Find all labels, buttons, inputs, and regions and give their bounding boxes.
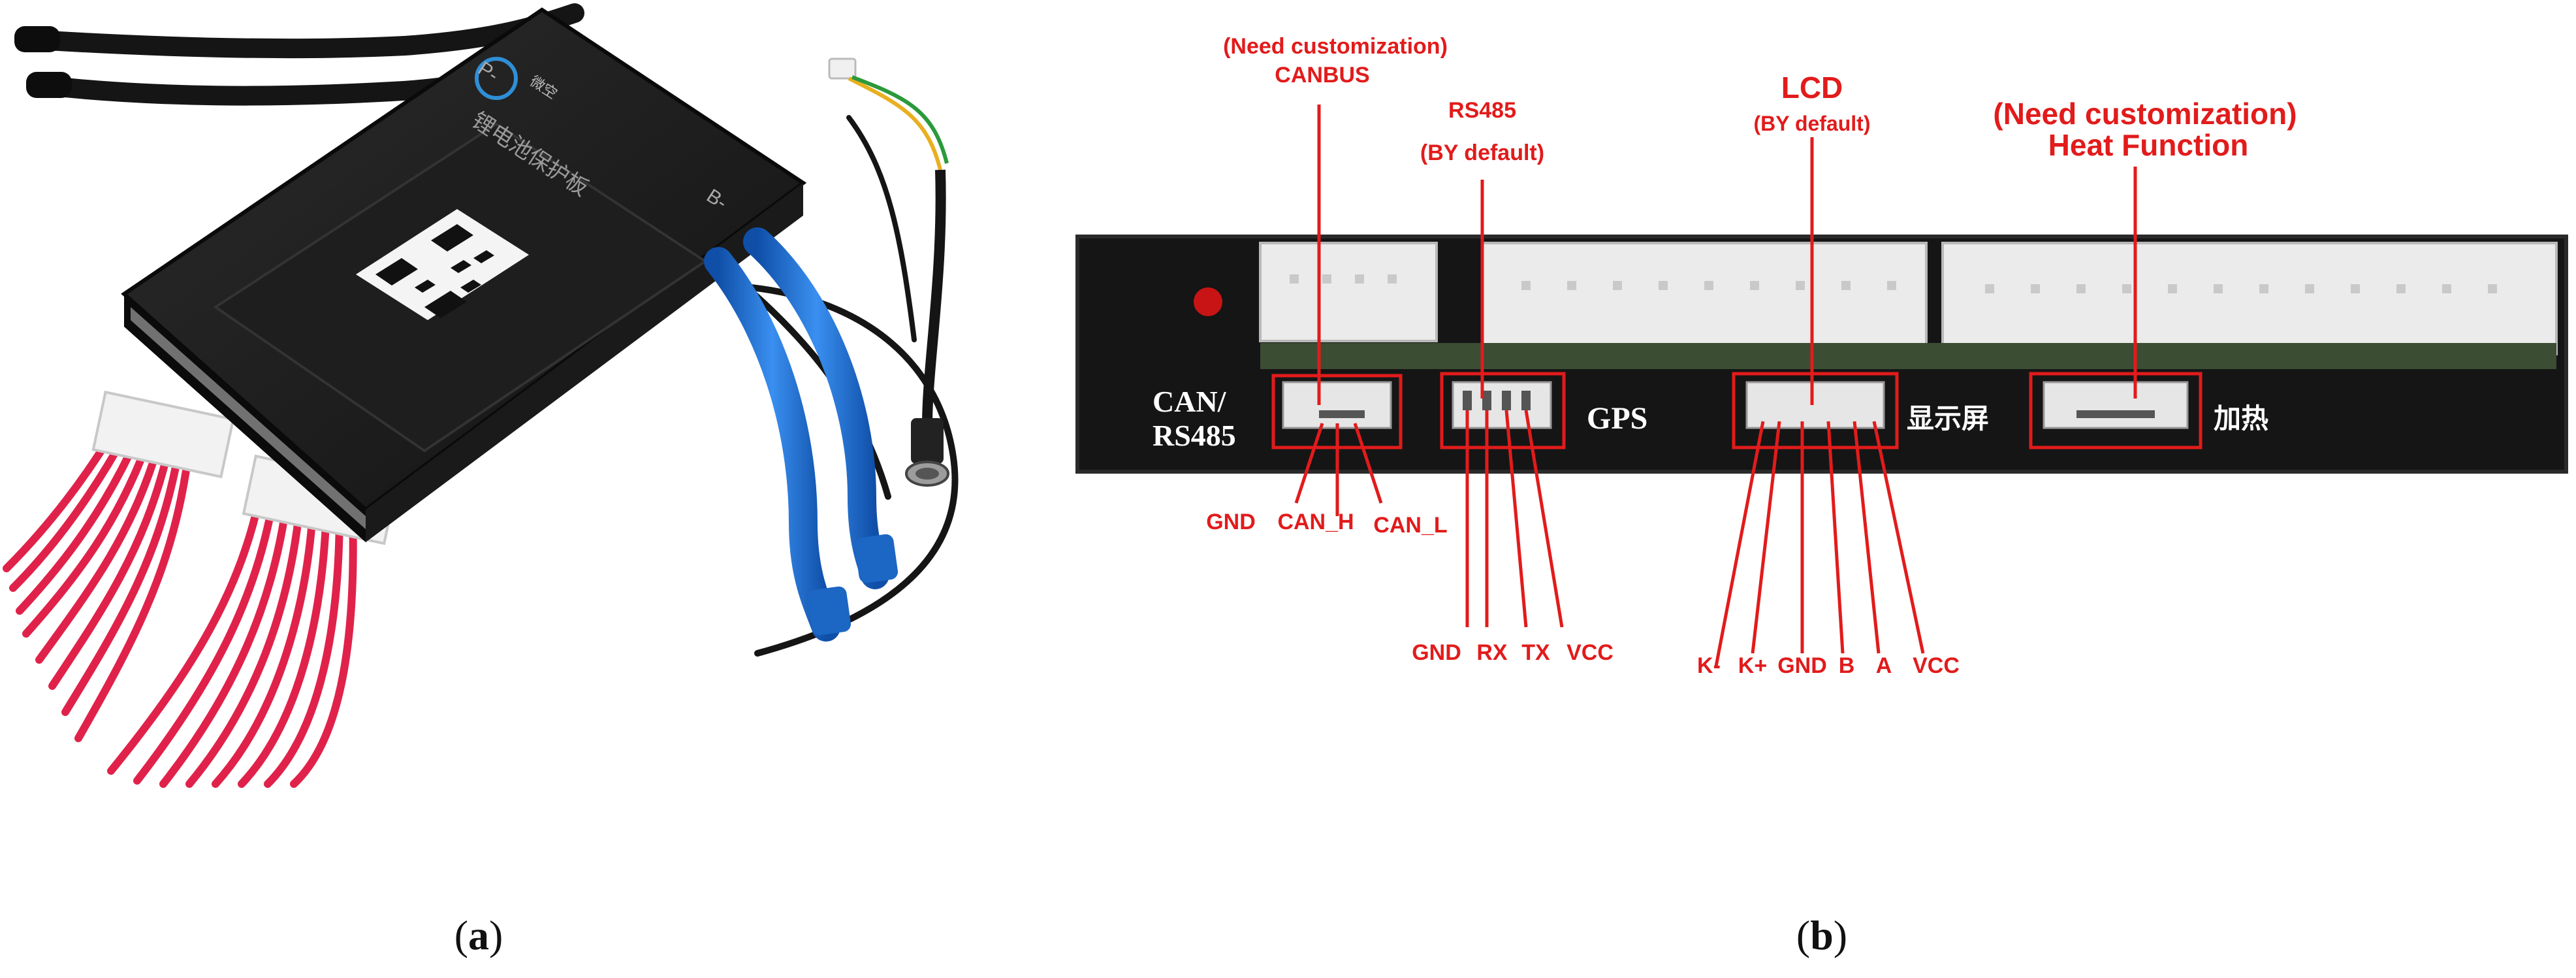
qr-code-sticker [356, 209, 529, 320]
sensor-tip-1 [14, 26, 60, 52]
red-balance-wires [3, 421, 357, 788]
white-headers [1259, 242, 2558, 355]
caption-a: (a) [454, 912, 503, 958]
label-heat-cn: 加热 [2214, 402, 2268, 434]
pin-can-gnd: GND [1206, 510, 1256, 534]
pin-lcd-k-minus: K- [1697, 653, 1721, 678]
jst-openings [1319, 391, 2155, 418]
pin-gps-vcc: VCC [1566, 640, 1614, 665]
qr-code-pattern [375, 224, 494, 318]
callout-boxes [1271, 372, 2202, 449]
pin-lcd-a: A [1876, 653, 1892, 678]
annotation-heat-line2: Heat Function [2048, 128, 2249, 162]
top-leader-lines [1317, 105, 2137, 405]
push-button-switch [905, 418, 949, 487]
caption-a-letter: a [468, 912, 489, 958]
blue-cable-end-2 [854, 534, 898, 583]
pin-lcd-gnd: GND [1777, 653, 1827, 678]
sensor-tip-2 [26, 72, 72, 98]
label-display-cn: 显示屏 [1907, 402, 1989, 434]
annotation-rs485-line1: RS485 [1448, 98, 1516, 123]
callout-box-lcd [1732, 372, 1899, 449]
panel-a-photo: 微空 锂电池保护板 P- B- [3, 3, 959, 788]
pcb-band [1260, 343, 2556, 369]
annotation-lcd-line2: (BY default) [1754, 112, 1871, 135]
annotation-rs485-line2: (BY default) [1420, 140, 1544, 165]
panel-b-pinout: CAN/ RS485 GPS 显示屏 加热 (Need customizatio… [1075, 34, 2568, 678]
pin-lcd-b: B [1839, 653, 1855, 678]
balance-plug-1 [91, 390, 235, 479]
bms-board: 微空 锂电池保护板 P- B- [121, 7, 807, 542]
small-connector-harness [828, 57, 949, 425]
annotation-heat-line1: (Need customization) [1993, 97, 2297, 131]
cloud-logo-icon [475, 57, 518, 100]
label-gps: GPS [1587, 401, 1647, 436]
annotation-lcd-line1: LCD [1781, 71, 1843, 105]
pin-can-l: CAN_L [1373, 513, 1447, 538]
annotation-canbus-line2: CANBUS [1275, 63, 1369, 88]
label-can-rs485-line1: CAN/ [1153, 385, 1227, 418]
callout-box-gps [1440, 372, 1566, 449]
pin-can-h: CAN_H [1277, 510, 1354, 534]
blue-cable-end-1 [807, 586, 851, 636]
pin-leader-lines [1294, 410, 1925, 667]
caption-b-letter: b [1810, 912, 1834, 958]
edge-connector-strip [131, 307, 366, 529]
status-led [1194, 287, 1222, 316]
blue-power-cables [704, 227, 889, 642]
caption-b: (b) [1796, 912, 1848, 958]
header-pins [1290, 274, 2497, 293]
pin-gps-rx: RX [1476, 640, 1508, 665]
pin-gps-tx: TX [1521, 640, 1550, 665]
pin-gps-gnd: GND [1412, 640, 1461, 665]
annotation-canbus-line1: (Need customization) [1223, 34, 1448, 59]
pin-lcd-k-plus: K+ [1738, 653, 1767, 678]
callout-box-heat [2029, 372, 2202, 449]
pin-lcd-vcc: VCC [1913, 653, 1960, 678]
label-can-rs485-line2: RS485 [1153, 419, 1236, 452]
